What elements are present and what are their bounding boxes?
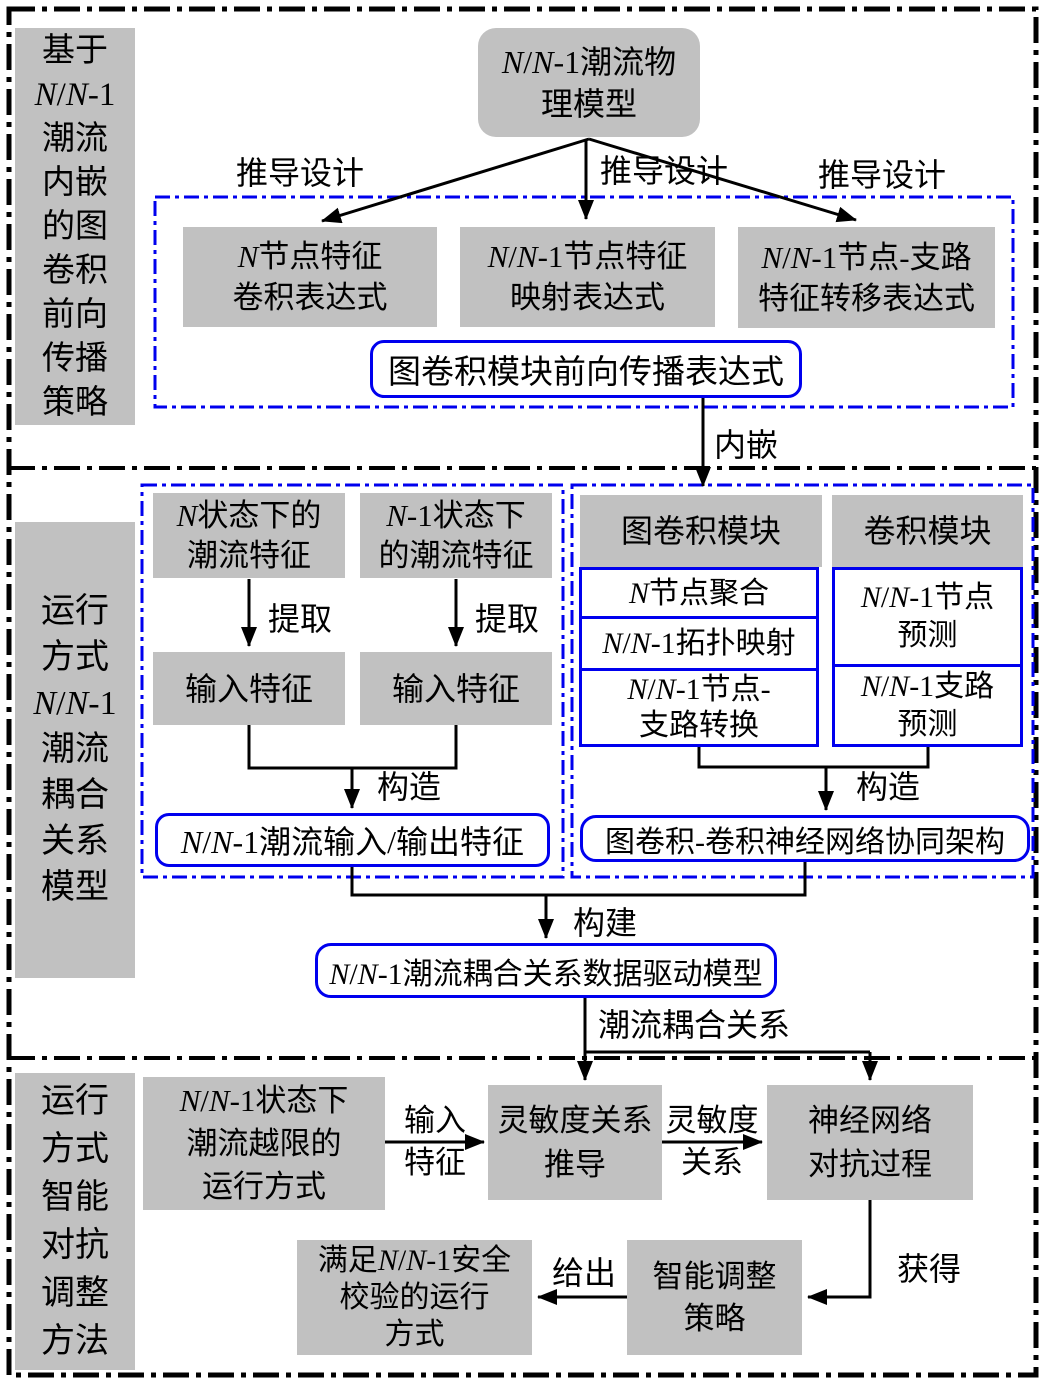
input-feature-label-1: 输入特征	[184, 670, 313, 707]
construct-label-left: 构造	[376, 769, 441, 805]
n-state-label: N状态下的潮流特征	[176, 497, 322, 573]
row-node-predict-label: N/N-1节点预测	[860, 581, 995, 652]
io-feature-label: N/N-1潮流输入/输出特征	[180, 824, 525, 860]
row-node-branch-convert-label: N/N-1节点-支路转换	[627, 672, 771, 742]
n1-state-box: N-1状态下的潮流特征	[360, 493, 552, 578]
nn-adversarial-label: 神经网络对抗过程	[808, 1102, 932, 1182]
io-feature-box: N/N-1潮流输入/输出特征	[155, 813, 550, 867]
row-node-branch-convert: N/N-1节点-支路转换	[582, 668, 816, 744]
merge-right-path	[697, 747, 930, 769]
safe-mode-label: 满足N/N-1安全校验的运行方式	[317, 1244, 512, 1351]
derive-design-label-1: 推导设计	[235, 155, 364, 191]
obtain-label: 获得	[896, 1251, 961, 1287]
adjust-strategy-label: 智能调整策略	[652, 1258, 777, 1336]
row-topology-map-label: N/N-1拓扑映射	[602, 627, 796, 660]
build-label: 构建	[572, 905, 637, 941]
adjust-strategy-box: 智能调整策略	[627, 1240, 802, 1355]
node-map-label: N/N-1节点特征映射表达式	[487, 239, 688, 315]
row-node-predict: N/N-1节点预测	[835, 570, 1020, 664]
input-feature-box-2: 输入特征	[360, 652, 552, 725]
gcn-module-header-label: 图卷积模块	[620, 513, 781, 549]
gcn-module-header: 图卷积模块	[580, 495, 822, 567]
embed-label: 内嵌	[714, 427, 779, 463]
coupling-label: 潮流耦合关系	[598, 1007, 791, 1043]
sens-derive-box: 灵敏度关系推导	[488, 1085, 662, 1200]
safe-mode-box: 满足N/N-1安全校验的运行方式	[297, 1240, 532, 1355]
row-node-aggregate-label: N节点聚合	[628, 576, 769, 610]
give-label: 给出	[551, 1255, 616, 1291]
n-state-box: N状态下的潮流特征	[153, 493, 345, 578]
arch-label: 图卷积-卷积神经网络协同架构	[605, 825, 1005, 859]
overlimit-mode-box: N/N-1状态下潮流越限的运行方式	[143, 1077, 385, 1210]
nn-adversarial-box: 神经网络对抗过程	[767, 1085, 973, 1200]
root-physical-model-label: N/N-1潮流物理模型	[501, 43, 677, 122]
sidebar-bottom-method: 运行方式智能对抗调整方法	[15, 1073, 135, 1370]
derive-design-label-2: 推导设计	[599, 153, 728, 189]
node-conv-label: N节点特征卷积表达式	[232, 239, 388, 315]
forward-propagation-box: 图卷积模块前向传播表达式	[370, 340, 802, 398]
row-branch-predict-label: N/N-1支路预测	[860, 669, 995, 741]
merge-left-path	[247, 725, 458, 770]
extract-label-1: 提取	[267, 601, 332, 637]
node-conv-box: N节点特征卷积表达式	[183, 227, 437, 327]
input-feature-box-1: 输入特征	[153, 652, 345, 725]
input-feature-label-2: 输入特征	[391, 670, 520, 707]
row-node-aggregate: N节点聚合	[582, 570, 816, 616]
gcn-module-rows: N节点聚合 N/N-1拓扑映射 N/N-1节点-支路转换	[579, 567, 819, 747]
extract-label-2: 提取	[474, 601, 539, 637]
data-driven-model-label: N/N-1潮流耦合关系数据驱动模型	[329, 957, 763, 991]
row-topology-map: N/N-1拓扑映射	[582, 616, 816, 668]
sens-derive-label: 灵敏度关系推导	[497, 1102, 653, 1182]
node-branch-transfer-label: N/N-1节点-支路特征转移表达式	[758, 239, 975, 316]
sens-rel-label: 灵敏度关系	[665, 1103, 759, 1180]
cnn-module-header: 卷积模块	[832, 495, 1023, 567]
cnn-module-header-label: 卷积模块	[863, 513, 992, 549]
row-branch-predict: N/N-1支路预测	[835, 664, 1020, 744]
n1-state-label: N-1状态下的潮流特征	[378, 497, 534, 573]
input-feature-label: 输入特征	[404, 1103, 466, 1180]
cnn-module-rows: N/N-1节点预测 N/N-1支路预测	[832, 567, 1023, 747]
obtain-elbow-arrow	[807, 1200, 872, 1305]
forward-propagation-label: 图卷积模块前向传播表达式	[388, 355, 784, 391]
derive-design-label-3: 推导设计	[817, 157, 946, 193]
construct-label-right: 构造	[855, 769, 920, 805]
node-map-box: N/N-1节点特征映射表达式	[460, 227, 715, 327]
arch-box: 图卷积-卷积神经网络协同架构	[580, 815, 1030, 862]
root-physical-model-box: N/N-1潮流物理模型	[478, 28, 700, 137]
sidebar-bottom-method-label: 运行方式智能对抗调整方法	[41, 1082, 109, 1360]
data-driven-model-box: N/N-1潮流耦合关系数据驱动模型	[315, 943, 777, 998]
node-branch-transfer-box: N/N-1节点-支路特征转移表达式	[738, 227, 995, 328]
overlimit-mode-label: N/N-1状态下潮流越限的运行方式	[179, 1083, 349, 1204]
